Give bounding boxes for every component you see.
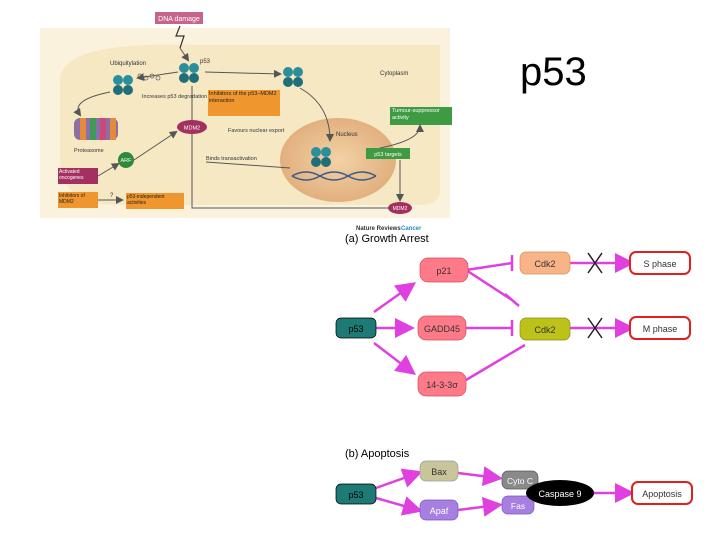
1433-sigma-label: 14-3-3σ [426,380,458,390]
credit-nature-label: Nature Reviews [356,226,401,232]
lightning-icon [175,25,185,49]
m-phase-label: M phase [643,324,678,334]
cdk2-bottom-label: Cdk2 [534,325,555,335]
gadd45-label: GADD45 [424,324,460,334]
apoptosis-connectors [375,466,635,517]
s-phase-node [629,251,691,275]
apoptosis-label: Apoptosis [642,489,682,499]
cdk2-bottom-node [519,317,571,341]
cyto-c-label: Cyto C [507,476,533,486]
fas-node [501,495,535,515]
apoptosis-figure: (b) Apoptosis p53 Bax Apaf Cyto C Fas Ca… [335,448,693,521]
activated-oncogenes-box [58,168,98,184]
binds-transactivation-label: Binds transactivation [206,156,257,162]
dna-damage-box [155,12,203,24]
mdm2-oval [177,120,207,134]
caspase9-node [526,480,594,506]
growth-arrest-figure: (a) Growth Arrest p53 p21 GADD4 [335,233,691,397]
apoptosis-title: (b) Apoptosis [345,448,410,460]
inhibitors-of-mdm2-label: Inhibitors of MDM2 [59,193,85,205]
growth-arrest-connectors [373,253,635,382]
arf-label: ARF [121,158,133,164]
inhibition-bars [504,255,520,336]
mdm2-bottom-oval [388,202,412,214]
p53-independent-box [126,193,184,209]
p53-nucleus-icon [311,147,331,167]
p53-node-a [335,317,377,339]
arf-node [118,152,134,168]
1433-sigma-node [417,371,467,397]
cyto-c-node [501,470,539,490]
p53-node-b [335,483,377,505]
bax-node [419,460,459,482]
cdk2-top-label: Cdk2 [534,259,555,269]
m-phase-node [629,316,691,340]
activated-oncogenes-label: Activated oncogenes [59,169,84,181]
credit-cancer-label: Cancer [401,226,422,232]
block-x-icons [587,252,603,339]
p53-targets-box [366,148,410,159]
p21-label: p21 [436,266,451,276]
tumour-suppressor-box [390,107,452,125]
increases-degradation-label: Increases p53 degradation [142,94,207,100]
p53-node-b-label: p53 [348,490,363,500]
caspase9-label: Caspase 9 [538,489,581,499]
mdm2-bottom-label: MDM2 [393,206,408,212]
p53-tetramer-icon [179,63,199,83]
s-phase-label: S phase [643,259,676,269]
apaf-label: Apaf [430,506,449,516]
growth-arrest-title: (a) Growth Arrest [345,233,429,245]
bax-label: Bax [431,467,447,477]
apaf-node [419,499,459,521]
apoptosis-node [631,481,693,505]
p53-tetramer-right-icon [283,67,303,87]
favours-export-label: Favours nuclear export [228,128,285,134]
dna-helix-icon [291,171,377,181]
inhibitors-mdm2-interaction-box [208,90,280,116]
question-label: ? [110,193,114,199]
mdm2-label: MDM2 [184,126,200,132]
p53-independent-label: p53-independent activities [127,194,165,206]
proteasome-label: Proteasome [74,148,104,154]
gadd45-node [417,315,467,341]
nucleus-region [280,118,396,202]
p21-node [419,257,469,283]
inhibitors-of-mdm2-box [58,192,98,208]
cdk2-top-node [519,251,571,275]
ubiquitylation-label: Ubiquitylation [110,61,146,67]
nucleus-label: Nucleus [336,132,358,138]
dna-damage-label: DNA damage [158,16,200,23]
p53-targets-label: p53 targets [374,152,402,158]
cytoplasm-label: Cytoplasm [380,71,408,77]
fas-label: Fas [511,501,525,511]
slide-title: p53 [520,50,587,94]
tumour-suppressor-label: Tumour-suppressor activity [392,108,440,121]
inhibitors-mdm2-interaction-label: Inhibitors of the p53–MDM2 interaction [209,91,277,104]
p53-node-a-label: p53 [348,324,363,334]
p53-top-label: p53 [200,59,211,65]
p53-regulation-figure: DNA damage p53 Ubiquitylation Cytoplasm … [40,12,452,232]
proteasome-icon [74,118,118,140]
figure1-arrows [73,47,424,209]
